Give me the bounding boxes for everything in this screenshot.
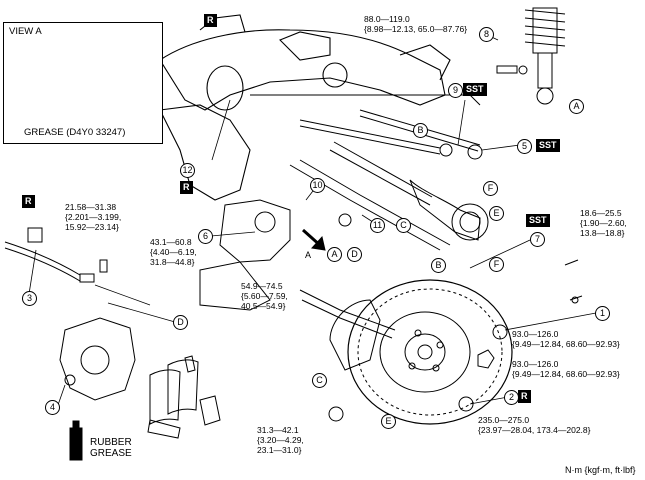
r-tag-12: R: [180, 181, 193, 194]
brake-disc: [347, 279, 513, 425]
view-arrow-letter: A: [305, 250, 312, 260]
callout-7: 7: [530, 232, 545, 247]
callout-a-shock: A: [569, 99, 584, 114]
callout-3: 3: [22, 291, 37, 306]
fasteners: [328, 213, 583, 422]
callout-5: 5: [517, 139, 532, 154]
torque-spec-2: 235.0—275.0{23.97—28.04, 173.4—202.8}: [478, 415, 591, 435]
trailing-link: [299, 289, 396, 339]
callout-d-link: D: [347, 247, 362, 262]
lateral-links: [250, 94, 483, 251]
sst-tag-7: SST: [526, 214, 550, 227]
grease-label: GREASE (D4Y0 33247): [24, 127, 126, 138]
callout-12: 12: [180, 163, 195, 178]
torque-spec-3: 21.58—31.38{2.201—3.199,15.92—23.14}: [65, 202, 122, 232]
view-a-title: VIEW A: [9, 26, 42, 37]
view-arrow-icon: [301, 228, 326, 251]
rubber-grease-tube-icon: [69, 420, 83, 461]
callout-e-disc: E: [381, 414, 396, 429]
callout-d-caliper: D: [173, 315, 188, 330]
callout-2: 2: [504, 390, 519, 405]
drive-shaft: [329, 141, 489, 241]
torque-spec-c: 31.3—42.1{3.20—4.29,23.1—31.0}: [257, 425, 304, 455]
r-tag-top: R: [204, 14, 217, 27]
shock-absorber: [524, 7, 566, 105]
knuckle: [199, 199, 381, 371]
callout-f-link: F: [483, 181, 498, 196]
torque-spec-1b: 93.0—126.0{9.49—12.84, 68.60—92.93}: [512, 359, 620, 379]
callout-9: 9: [448, 83, 463, 98]
callout-4: 4: [45, 400, 60, 415]
callout-e-shaft: E: [489, 206, 504, 221]
bolt-8: [496, 65, 528, 75]
rubber-grease-label: RUBBER GREASE: [90, 437, 132, 459]
callout-11: 11: [370, 218, 385, 233]
callout-b-disc: B: [431, 258, 446, 273]
r-tag-3: R: [22, 195, 35, 208]
torque-spec-mid: 54.9—74.5{5.60—7.59,40.5—54.9}: [241, 281, 288, 311]
callout-8: 8: [479, 27, 494, 42]
callout-a-link: A: [327, 247, 342, 262]
r-tag-2: R: [518, 390, 531, 403]
callout-10: 10: [310, 178, 325, 193]
torque-spec-8: 88.0—119.0{8.98—12.13, 65.0—87.76}: [364, 14, 468, 34]
brake-caliper: [59, 317, 136, 401]
torque-spec-right: 18.6—25.5{1.90—2.60,13.8—18.8}: [580, 208, 627, 238]
torque-spec-6: 43.1—60.8{4.40—6.19,31.8—44.8}: [150, 237, 197, 267]
callout-b-link: B: [413, 123, 428, 138]
callout-6: 6: [198, 229, 213, 244]
callout-c-link: C: [396, 218, 411, 233]
callout-f-lower: F: [489, 257, 504, 272]
view-a-inset: [3, 22, 163, 144]
torque-spec-1: 93.0—126.0{9.49—12.84, 68.60—92.93}: [512, 329, 620, 349]
brake-pads: [147, 355, 221, 439]
rear-subframe: [159, 14, 451, 201]
callout-1: 1: [595, 306, 610, 321]
sst-tag-9: SST: [463, 83, 487, 96]
callout-c-knuckle: C: [312, 373, 327, 388]
sst-tag-5: SST: [536, 139, 560, 152]
units-note: N·m {kgf·m, ft·lbf}: [565, 465, 636, 475]
parking-brake-cable: [4, 227, 108, 283]
